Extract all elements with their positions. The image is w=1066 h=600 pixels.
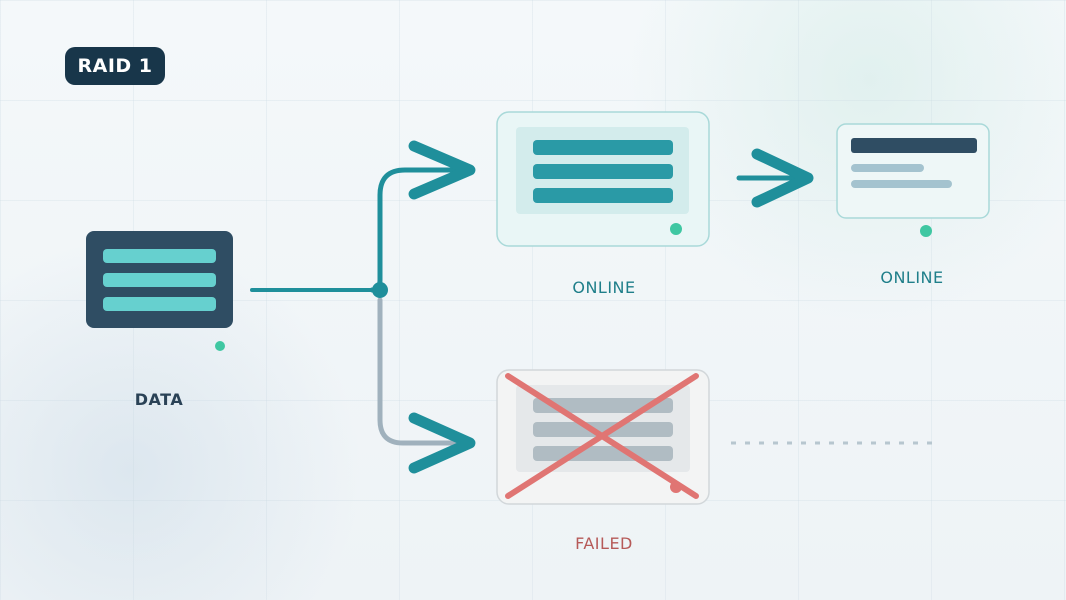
- source-status-dot: [215, 341, 225, 351]
- primary-status-label: ONLINE: [572, 278, 636, 297]
- secondary-status-dot: [920, 225, 932, 237]
- mirror-drive-primary: [496, 111, 710, 247]
- replication-arrow-icon: [751, 148, 814, 208]
- failed-status-label: FAILED: [575, 534, 633, 553]
- secondary-status-label: ONLINE: [880, 268, 944, 287]
- lower-branch-path: [377, 297, 473, 446]
- split-junction-icon: [372, 282, 388, 298]
- source-data-block: [86, 231, 233, 328]
- upper-arrow-icon: [408, 140, 476, 200]
- raid-level-badge: RAID 1: [65, 47, 165, 85]
- failure-cross-icon: [505, 373, 699, 499]
- mirror-drive-secondary: [836, 123, 990, 219]
- lower-arrow-icon: [408, 412, 476, 474]
- source-label: DATA: [134, 390, 184, 409]
